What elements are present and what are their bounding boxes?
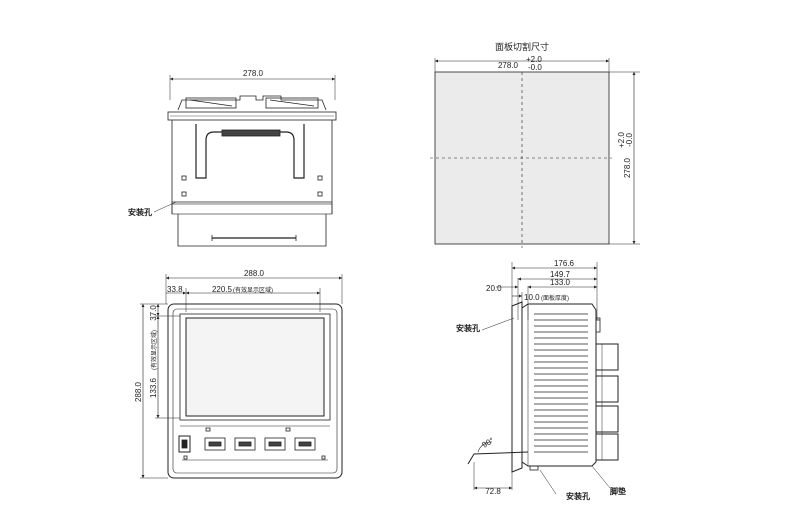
cutout-height-tol-minus: -0.0	[625, 133, 634, 147]
front-bezel	[167, 303, 343, 479]
panel-cutout	[430, 58, 640, 248]
port-3	[264, 437, 286, 451]
side-bottom-dim-label: 72.8	[485, 487, 501, 496]
side-foot-label: 脚垫	[610, 486, 626, 496]
side-mount-hole-label-2: 安装孔	[566, 491, 590, 501]
front-top-offset-label: 37.0	[149, 305, 158, 321]
cutout-height-group: 278.0	[623, 157, 632, 178]
top-view	[153, 75, 337, 247]
front-display-height-label: 133.6	[149, 377, 158, 398]
top-mount-hole-label: 安装孔	[128, 207, 152, 217]
port-4	[294, 437, 316, 451]
cutout-width-tol-plus: +2.0	[526, 55, 542, 64]
front-view	[140, 274, 343, 479]
cutout-width-label: 278.0	[498, 61, 519, 70]
top-width-label: 278.0	[243, 69, 264, 78]
side-angle-label: 90°	[481, 436, 496, 450]
cutout-height-tol-plus: +2.0	[617, 132, 626, 148]
front-display-height-note: (有效显示区域)	[150, 330, 158, 370]
side-d3-label: 133.0	[550, 278, 571, 287]
terminal-4	[595, 433, 619, 461]
display-area	[185, 317, 325, 417]
front-height-label: 288.0	[134, 381, 143, 402]
side-d4-label: 20.0	[486, 284, 502, 293]
front-width-label: 288.0	[244, 269, 265, 278]
cutout-width-tol-minus: -0.0	[528, 63, 542, 72]
front-display-width-label: 220.5	[212, 285, 233, 294]
top-bezel	[167, 111, 337, 121]
front-left-offset-label: 33.8	[167, 285, 183, 294]
port-1	[204, 437, 226, 451]
terminal-3	[595, 405, 619, 433]
side-panel-thickness-note: (面板厚度)	[541, 294, 569, 302]
side-d1-label: 176.6	[554, 259, 575, 268]
side-view	[467, 262, 619, 495]
cutout-title: 面板切割尺寸	[495, 41, 549, 52]
power-switch	[178, 435, 191, 453]
side-mount-hole-label-1: 安装孔	[456, 323, 480, 333]
terminal-1	[595, 343, 619, 371]
front-display-width-note: (有效显示区域)	[233, 286, 273, 294]
port-2	[234, 437, 256, 451]
cutout-height-label: 278.0	[623, 157, 632, 178]
side-d2-label: 149.7	[550, 270, 571, 279]
side-vents	[534, 313, 588, 453]
handle-grip	[221, 129, 281, 137]
terminal-2	[595, 375, 619, 403]
side-panel-thickness-label: 10.0	[524, 293, 540, 302]
